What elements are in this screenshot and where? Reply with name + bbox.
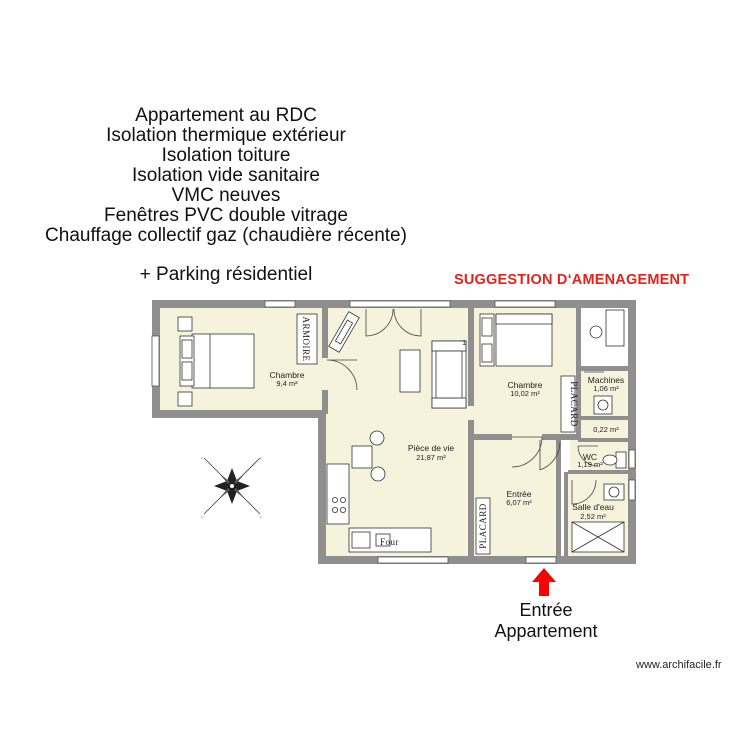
- wall-sde-left: [564, 472, 568, 558]
- feature-item: VMC neuves: [171, 185, 281, 206]
- window: [494, 300, 556, 308]
- window: [349, 300, 451, 308]
- watermark: www.archifacile.fr: [636, 659, 722, 671]
- toilet: [602, 451, 627, 469]
- entrance-label: Entrée Appartement: [486, 600, 606, 642]
- wall-bottom: [318, 556, 632, 564]
- door-sde: [571, 479, 597, 505]
- wall-living-right-b: [468, 420, 474, 560]
- room-name: Salle d'eau: [572, 502, 614, 512]
- feature-item: Isolation thermique extérieur: [106, 125, 346, 146]
- svg-text:◦: ◦: [260, 515, 262, 521]
- room-name: Chambre: [270, 370, 305, 380]
- bed-chambre-1: [177, 316, 255, 407]
- wall-entree-right: [556, 438, 561, 558]
- window: [525, 556, 557, 564]
- room-name: Pièce de vie: [408, 443, 455, 453]
- entrance-label-line1: Entrée: [519, 600, 573, 620]
- coffee-table: [399, 349, 421, 393]
- door-chambre1: [326, 359, 358, 391]
- number-one: 1: [462, 338, 466, 347]
- window: [264, 300, 296, 308]
- svg-text:◦: ◦: [201, 515, 203, 521]
- placard-entree: PLACARD: [475, 497, 491, 555]
- placard-entree-label: PLACARD: [478, 503, 488, 549]
- wall-chambre2-bottom-a: [472, 434, 512, 440]
- wall-living-left: [318, 410, 326, 564]
- window: [151, 335, 160, 387]
- svg-text:◦: ◦: [260, 456, 262, 462]
- window: [628, 449, 636, 469]
- feature-list: Appartement au RDC Isolation thermique e…: [0, 106, 452, 246]
- wall-chambre2-bottom-b: [542, 434, 578, 440]
- feature-item: Appartement au RDC: [135, 105, 317, 126]
- wall-machines-bottom: [578, 416, 628, 420]
- chair: [370, 466, 386, 482]
- bed-chambre-2: [479, 313, 553, 367]
- feature-item: Chauffage collectif gaz (chaudière récen…: [45, 225, 407, 246]
- floor-placard-small: [578, 418, 628, 440]
- wall-wc-bottom: [568, 470, 628, 474]
- windows: [151, 300, 636, 564]
- window: [377, 556, 449, 564]
- door-wc: [577, 445, 599, 467]
- svg-text:◦: ◦: [201, 456, 203, 462]
- room-name: WC: [583, 452, 597, 462]
- wall-chambre1-right-a: [322, 308, 328, 358]
- door-entree: [539, 440, 561, 471]
- wall-right: [628, 300, 636, 564]
- placard-label: PLACARD: [569, 381, 579, 427]
- door-chambre2: [511, 436, 543, 468]
- desk: [589, 309, 625, 347]
- parking-note: + Parking résidentiel: [139, 264, 313, 285]
- room-area: 1,06 m²: [593, 384, 619, 393]
- wall-machines-top: [578, 366, 628, 371]
- chair: [369, 430, 385, 446]
- armoire: ARMOIRE: [296, 313, 318, 365]
- feature-item: Isolation vide sanitaire: [132, 165, 320, 186]
- room-area: 2,52 m²: [580, 512, 606, 521]
- wall-chambre2-right-b: [576, 366, 581, 440]
- feature-item: Isolation toiture: [161, 145, 291, 166]
- wall-wc-top: [578, 438, 628, 442]
- feature-item: Fenêtres PVC double vitrage: [104, 205, 348, 226]
- room-name: Chambre: [508, 380, 543, 390]
- wall-chambre-bottom: [152, 410, 326, 418]
- room-name: Entrée: [506, 489, 531, 499]
- room-area: 21,87 m²: [416, 453, 446, 462]
- wall-living-right-a: [468, 308, 474, 406]
- room-area: 9,4 m²: [276, 379, 298, 388]
- entrance-label-line2: Appartement: [494, 621, 598, 641]
- kitchen-counter-left: [326, 463, 350, 525]
- room-area: 1,19 m²: [577, 460, 603, 469]
- door-living-right: [393, 308, 422, 337]
- living-furniture: [326, 311, 467, 553]
- tv-unit: [328, 311, 360, 353]
- entrance-arrow-icon: [532, 568, 556, 596]
- compass-rose-icon: ◦ ◦ ◦ ◦: [201, 456, 262, 521]
- room-area: 6,07 m²: [506, 498, 532, 507]
- dining-table: [351, 445, 373, 469]
- room-area: 10,02 m²: [510, 389, 540, 398]
- wall-chambre2-right-a: [576, 308, 581, 366]
- room-name: Machines: [588, 375, 624, 385]
- door-living-left: [365, 308, 394, 337]
- four-label: Four: [380, 537, 399, 547]
- doors: [326, 308, 604, 505]
- armoire-label: ARMOIRE: [301, 316, 311, 361]
- window: [628, 479, 636, 501]
- placard-chambre: PLACARD: [560, 375, 579, 433]
- wall-chambre1-right-b: [322, 390, 328, 414]
- shower: [571, 483, 625, 553]
- suggestion-title: SUGGESTION D‘AMENAGEMENT: [454, 272, 690, 288]
- room-area: 0,22 m²: [593, 425, 619, 434]
